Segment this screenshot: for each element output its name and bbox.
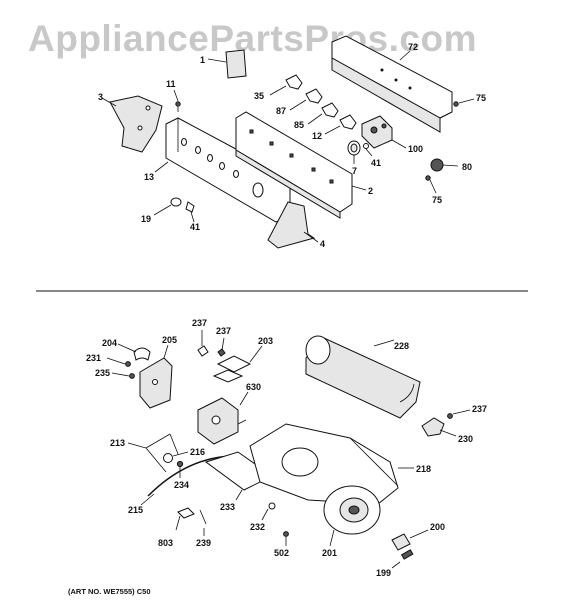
part-75-screw-top (453, 98, 475, 107)
part-7-knob (347, 140, 361, 164)
callout-13: 13 (144, 172, 154, 182)
part-630-switch (197, 391, 249, 445)
callout-200: 200 (430, 522, 445, 532)
part-232-clip (261, 502, 276, 521)
part-87-switch (289, 88, 323, 111)
callout-237-c: 237 (472, 404, 487, 414)
callout-75-bottom: 75 (432, 195, 442, 205)
callout-12: 12 (312, 131, 322, 141)
part-237-connector-c (447, 409, 471, 419)
part-239-pin (199, 509, 207, 536)
part-205-bracket (139, 344, 173, 409)
callout-11: 11 (166, 79, 176, 89)
part-201-blower-wheel (323, 485, 381, 547)
callout-213: 213 (110, 438, 125, 448)
part-199-bolt (391, 549, 414, 569)
callout-1: 1 (200, 55, 205, 65)
callout-237-a: 237 (192, 318, 207, 328)
callout-205: 205 (162, 335, 177, 345)
part-75-screw-bottom (425, 175, 437, 194)
callout-3: 3 (98, 92, 103, 102)
callout-803: 803 (158, 538, 173, 548)
callout-7: 7 (352, 166, 357, 176)
part-41-spring-bottom (185, 201, 195, 223)
part-85-switch (307, 102, 339, 125)
callout-233: 233 (220, 502, 235, 512)
part-1-literature (207, 49, 247, 79)
callout-72: 72 (408, 42, 418, 52)
callout-239: 239 (196, 538, 211, 548)
part-234-spring (176, 460, 184, 478)
part-35-switch (269, 74, 303, 96)
callout-100: 100 (408, 144, 423, 154)
part-72-rear-panel (331, 35, 453, 133)
part-502-screw (283, 531, 289, 546)
watermark-text: AppliancePartsPros.com (28, 18, 477, 59)
part-228-duct (305, 335, 421, 419)
callout-85: 85 (294, 120, 304, 130)
part-80-knob (430, 158, 459, 172)
part-19-clip (153, 197, 182, 216)
callout-80: 80 (462, 162, 472, 172)
callout-231: 231 (86, 353, 101, 363)
callout-228: 228 (394, 341, 409, 351)
callout-234: 234 (174, 480, 189, 490)
control-panel-assembly (101, 35, 475, 249)
callout-630: 630 (246, 382, 261, 392)
callout-labels: 1 72 75 35 87 85 12 100 7 41 80 75 3 11 … (68, 42, 487, 596)
part-230-thermostat (421, 417, 457, 437)
callout-41-bottom: 41 (190, 222, 200, 232)
art-number: (ART NO. WE7555) C50 (68, 587, 151, 596)
callout-35: 35 (254, 91, 264, 101)
callout-218: 218 (416, 464, 431, 474)
callout-2: 2 (368, 186, 373, 196)
part-12-switch (324, 114, 357, 135)
callout-75-top: 75 (476, 93, 486, 103)
callout-216: 216 (190, 447, 205, 457)
callout-235: 235 (95, 368, 110, 378)
part-11-screw (173, 89, 181, 112)
part-213-idler (127, 433, 179, 473)
part-204-clip (117, 343, 151, 361)
callout-204: 204 (102, 338, 117, 348)
callout-199: 199 (376, 568, 391, 578)
callout-203: 203 (258, 336, 273, 346)
callout-4: 4 (320, 239, 325, 249)
part-2-bracket (235, 111, 367, 219)
callout-237-b: 237 (216, 326, 231, 336)
callout-502: 502 (274, 548, 289, 558)
part-231-screw (106, 357, 131, 367)
callout-87: 87 (276, 106, 286, 116)
part-235-screw (111, 372, 135, 379)
part-803-clip (175, 507, 195, 531)
part-4-end-cap (267, 201, 319, 249)
part-237-connector-a (197, 330, 209, 357)
callout-201: 201 (322, 548, 337, 558)
part-200-clamp (391, 529, 429, 551)
callout-215: 215 (128, 505, 143, 515)
part-41-spring-top (363, 143, 373, 157)
part-216-pulley (163, 451, 189, 463)
callout-232: 232 (250, 522, 265, 532)
part-100-timer (361, 115, 407, 149)
callout-41-top: 41 (371, 158, 381, 168)
callout-19: 19 (141, 214, 151, 224)
drive-assembly (106, 330, 471, 569)
part-218-blower-housing (249, 423, 414, 505)
callout-230: 230 (458, 434, 473, 444)
part-203-terminals (212, 345, 263, 383)
part-237-connector-b (217, 337, 226, 357)
part-3-end-cap (101, 95, 163, 153)
